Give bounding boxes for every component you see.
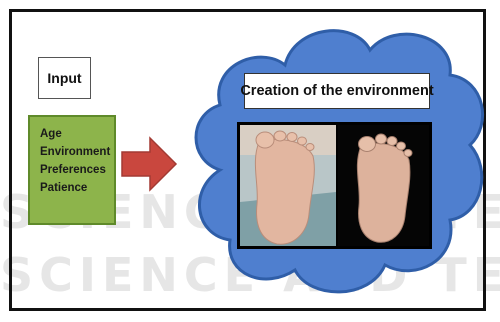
foot-photos — [237, 122, 432, 249]
foot-photo-left — [240, 125, 336, 246]
attribute-patience: Patience — [40, 179, 114, 197]
attribute-age: Age — [40, 125, 114, 143]
environment-title-box: Creation of the environment — [244, 73, 430, 109]
foot-photos-image — [237, 122, 432, 249]
right-arrow-icon — [120, 135, 178, 193]
input-label: Input — [47, 70, 81, 86]
attribute-environment: Environment — [40, 143, 114, 161]
attribute-preferences: Preferences — [40, 161, 114, 179]
environment-title: Creation of the environment — [240, 83, 433, 99]
input-box: Input — [38, 57, 91, 99]
attributes-box: Age Environment Preferences Patience — [28, 115, 116, 225]
foot-photo-right — [338, 125, 429, 246]
